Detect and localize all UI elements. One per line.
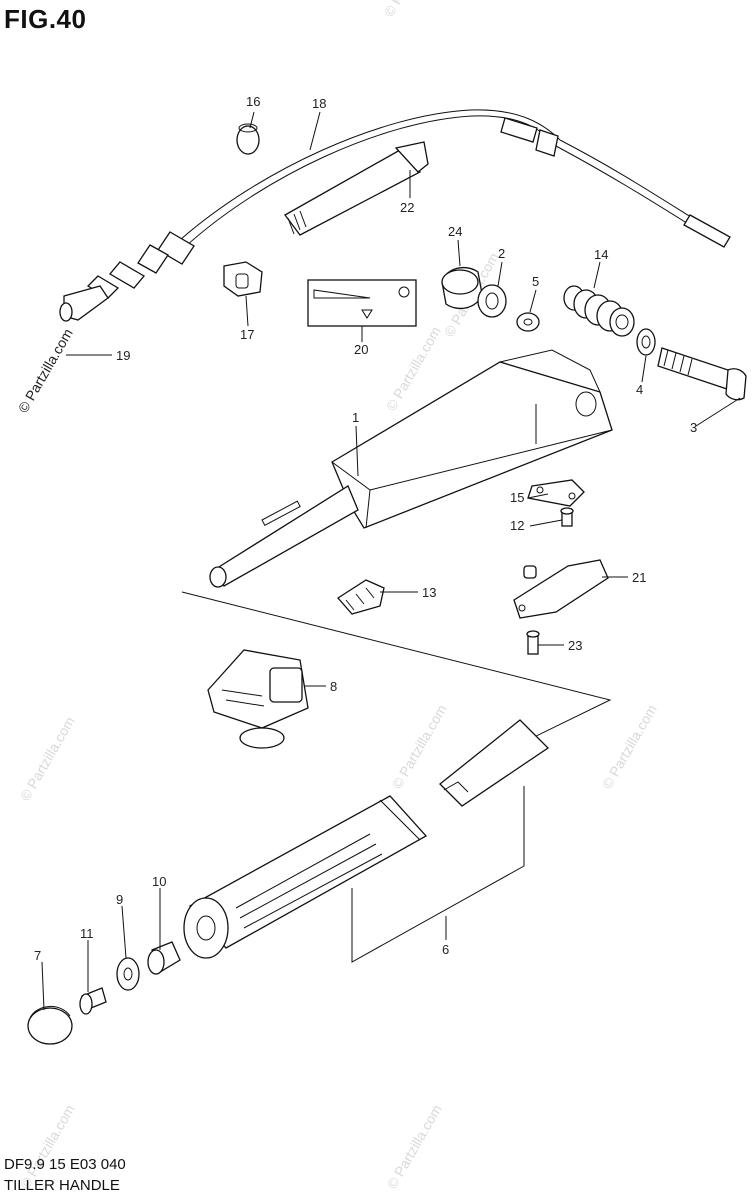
- callout-8: 8: [330, 679, 337, 694]
- figure-name: TILLER HANDLE: [4, 1177, 120, 1194]
- callout-1: 1: [352, 410, 359, 425]
- watermark-text: © Partzilla.com: [383, 324, 444, 414]
- callout-10: 10: [152, 874, 166, 889]
- watermark-text: © Partzilla.com: [15, 326, 76, 416]
- part-24-bushing[interactable]: [441, 266, 483, 310]
- part-18-throttle-cable[interactable]: [59, 109, 731, 322]
- part-22-sleeve[interactable]: [284, 141, 429, 236]
- watermark-text: © Partzilla.com: [389, 702, 450, 792]
- part-10-bushing[interactable]: [147, 941, 181, 975]
- part-9-washer[interactable]: [116, 957, 140, 991]
- callout-6: 6: [442, 942, 449, 957]
- part-20-decal[interactable]: [307, 279, 417, 327]
- callout-21: 21: [632, 570, 646, 585]
- callout-3: 3: [690, 420, 697, 435]
- part-7-cap[interactable]: [27, 1005, 73, 1045]
- callout-18: 18: [312, 96, 326, 111]
- part-4-washer[interactable]: [636, 328, 656, 356]
- part-8-stop-switch[interactable]: [207, 649, 309, 749]
- callout-24: 24: [448, 224, 462, 239]
- watermark-text: © Partzilla.com: [381, 0, 442, 20]
- callout-4: 4: [636, 382, 643, 397]
- part-13-clip[interactable]: [337, 579, 385, 615]
- watermark-text: © Partzilla.com: [17, 714, 78, 804]
- callout-16: 16: [246, 94, 260, 109]
- part-23-screw[interactable]: [526, 630, 540, 655]
- part-11-screw[interactable]: [79, 987, 107, 1015]
- part-5-washer[interactable]: [516, 312, 540, 332]
- part-16-grommet[interactable]: [236, 123, 260, 155]
- callout-22: 22: [400, 200, 414, 215]
- callout-13: 13: [422, 585, 436, 600]
- callout-12: 12: [510, 518, 524, 533]
- watermark-text: © Partzilla.com: [599, 702, 660, 792]
- callout-2: 2: [498, 246, 505, 261]
- callout-14: 14: [594, 247, 608, 262]
- callout-17: 17: [240, 327, 254, 342]
- watermark-text: © Partzilla.com: [384, 1102, 445, 1192]
- part-21-bracket[interactable]: [513, 559, 609, 619]
- callout-11: 11: [80, 926, 94, 941]
- part-12-screw[interactable]: [560, 507, 574, 527]
- part-2-washer[interactable]: [477, 284, 507, 318]
- callout-20: 20: [354, 342, 368, 357]
- part-1-tiller-handle[interactable]: [209, 349, 613, 588]
- leader-lines: [41, 111, 741, 1011]
- part-15-plate[interactable]: [527, 479, 585, 507]
- callout-15: 15: [510, 490, 524, 505]
- callout-23: 23: [568, 638, 582, 653]
- callout-5: 5: [532, 274, 539, 289]
- part-14-friction-spring[interactable]: [563, 285, 635, 337]
- callout-7: 7: [34, 948, 41, 963]
- callout-19: 19: [116, 348, 130, 363]
- part-6-tiller-grip[interactable]: [183, 719, 550, 959]
- figure-code: DF9.9 15 E03 040: [4, 1156, 126, 1173]
- callout-9: 9: [116, 892, 123, 907]
- callout-labels: 16 18 22 17 20 24 2 5 14 4 3 1 19 15 12 …: [34, 94, 697, 963]
- figure-title: FIG.40: [4, 4, 87, 34]
- part-3-bolt[interactable]: [657, 347, 747, 401]
- part-17-clip[interactable]: [223, 261, 263, 297]
